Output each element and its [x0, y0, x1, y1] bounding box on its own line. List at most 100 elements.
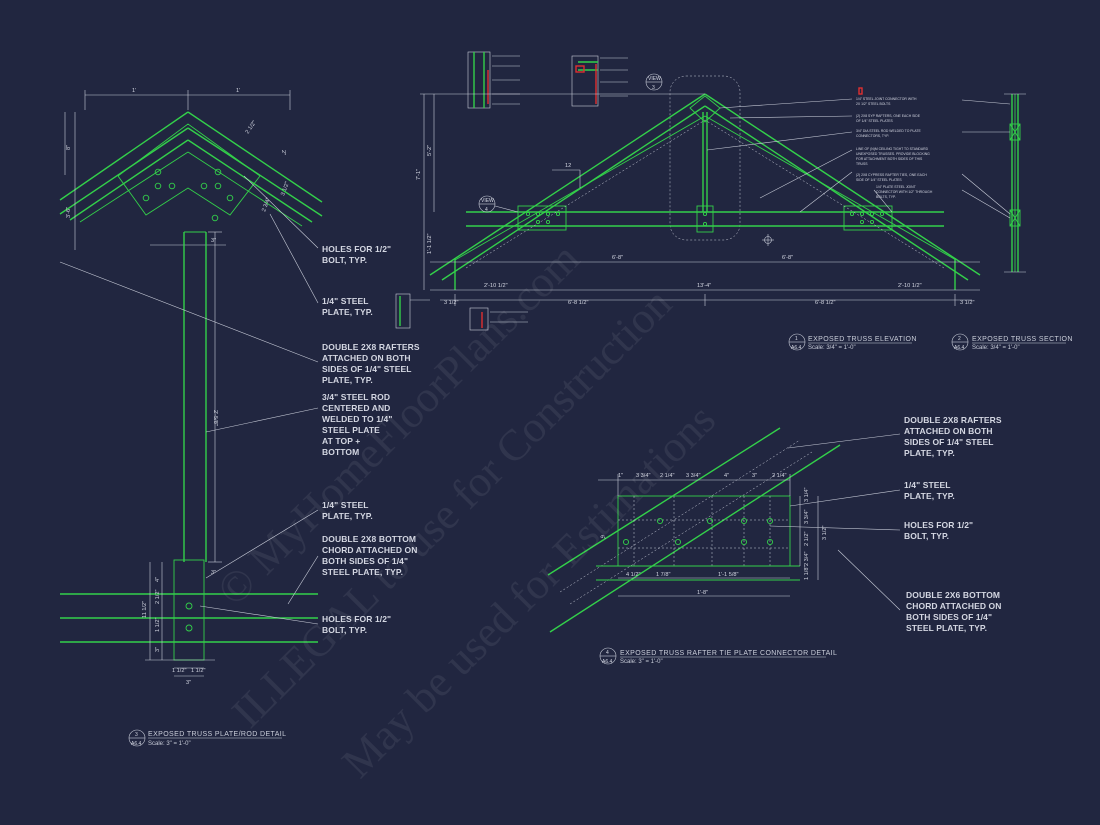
svg-text:4: 4: [606, 650, 609, 656]
svg-text:3 1/2": 3 1/2": [280, 181, 291, 197]
svg-text:3'-6": 3'-6": [66, 207, 72, 218]
svg-text:3 1/2": 3 1/2": [960, 300, 974, 306]
watermark: © MyHomeFloorPlans.com ILLEGAL to use fo…: [207, 234, 724, 788]
detail-1-title: 1 A6.4 EXPOSED TRUSS ELEVATION Scale: 3/…: [788, 333, 917, 351]
svg-text:12: 12: [565, 163, 571, 169]
svg-text:Scale: 3/4" = 1'-0": Scale: 3/4" = 1'-0": [808, 345, 856, 351]
svg-text:Scale: 3" = 1'-0": Scale: 3" = 1'-0": [620, 659, 663, 665]
svg-text:A6.4: A6.4: [954, 345, 965, 351]
detail-4-leaders: [769, 433, 901, 611]
svg-text:3": 3": [211, 570, 216, 576]
view-bubble-4: VIEW 4: [478, 195, 519, 213]
bolt-hole: [214, 182, 222, 190]
svg-text:LINE OF (N)M CEILING TIGHT TO: LINE OF (N)M CEILING TIGHT TO STANDARD: [856, 147, 929, 151]
label-holes-top: HOLES FOR 1/2"BOLT, TYP.: [322, 244, 391, 265]
svg-text:3": 3": [186, 680, 191, 686]
ridge-rafters: [59, 111, 323, 246]
svg-text:13'-4": 13'-4": [697, 283, 711, 289]
inset-detail-3: [395, 293, 528, 331]
elevation-vertical-dims: 7'-1" 5'-2" 1'-1 1/2": [416, 93, 705, 290]
svg-text:3 3/4": 3 3/4": [686, 473, 700, 479]
svg-text:1 1/2": 1 1/2": [155, 618, 161, 632]
svg-text:4": 4": [724, 473, 729, 479]
svg-text:OF 1/4" STEEL PLATES: OF 1/4" STEEL PLATES: [856, 119, 894, 123]
svg-text:CONNECTORS, TYP.: CONNECTORS, TYP.: [856, 134, 889, 138]
svg-text:2 1/4": 2 1/4": [772, 473, 786, 479]
svg-text:2 1/2": 2 1/2": [804, 532, 810, 546]
inset-detail-2: [571, 55, 628, 107]
svg-text:3: 3: [135, 732, 138, 738]
label-holes-bottom: HOLES FOR 1/2"BOLT, TYP.: [322, 614, 391, 635]
detail-3-dimensions: 1' 1' 8" 3'-6" 2 1/2" 2" 2 3/4" 3 1/2": [64, 88, 291, 250]
detail-4-title: 4 A6.4 EXPOSED TRUSS RAFTER TIE PLATE CO…: [599, 647, 837, 665]
detail-1-truss-elevation: VIEW 3: [395, 51, 981, 351]
ridge-bolt-holes: [142, 168, 234, 222]
svg-text:3 1/4": 3 1/4": [804, 488, 810, 502]
svg-text:1'-1 5/8": 1'-1 5/8": [718, 572, 738, 578]
svg-text:A6.4: A6.4: [131, 741, 142, 747]
view-bubble-3: VIEW 3: [645, 73, 663, 91]
svg-text:CONNECTOR WITH 1/2" THROUGH: CONNECTOR WITH 1/2" THROUGH: [876, 190, 933, 194]
pitch-indicator: 12: [552, 163, 581, 188]
elevation-notes: 1/4" STEEL JOINT CONNECTOR WITH 2X 1/2" …: [856, 87, 933, 199]
elevation-note-leaders: [706, 98, 893, 213]
svg-text:6": 6": [598, 534, 606, 541]
svg-text:3": 3": [752, 473, 757, 479]
svg-text:3 1/2": 3 1/2": [822, 526, 828, 540]
svg-text:1': 1': [236, 88, 240, 94]
svg-text:2'-5/8": 2'-5/8": [212, 410, 218, 426]
detail-4-right-dims: 3 1/4" 3 3/4" 2 1/2" 2 3/4" 3 1/2" 1 1/8…: [598, 488, 828, 580]
bottom-plate: 4" 11 1/2" 2 1/2" 1 1/2" 3" 1 1/2" 1 1/2…: [60, 559, 318, 686]
steel-rod: 3" 2'-5/8" 3": [183, 231, 222, 576]
callout-box: [669, 75, 741, 241]
detail-4-rafter-tie-connector: 1" 3 3/4" 2 1/4" 3 3/4" 4" 3" 2 1/4" 4 1…: [547, 415, 1002, 665]
gear-icon: [762, 234, 774, 246]
svg-text:2 3/4": 2 3/4": [261, 197, 272, 213]
svg-text:1 1/8": 1 1/8": [804, 566, 810, 580]
svg-text:EXPOSED TRUSS PLATE/ROD DETAIL: EXPOSED TRUSS PLATE/ROD DETAIL: [148, 731, 286, 738]
svg-text:1': 1': [132, 88, 136, 94]
svg-text:2X 1/2" STEEL BOLTS: 2X 1/2" STEEL BOLTS: [856, 102, 891, 106]
svg-text:1'-8": 1'-8": [697, 590, 708, 596]
elevation-bolt-holes: [525, 211, 885, 227]
bolt-hole: [142, 194, 150, 202]
svg-text:4 1/2": 4 1/2": [626, 572, 640, 578]
elevation-horizontal-dims: 6'-8" 6'-8" 13'-4" 2'-10 1/2" 2'-10 1/2"…: [440, 255, 974, 306]
bolt-hole: [168, 182, 176, 190]
svg-text:(2) 2X8 CYPRESS RAFTER TIES, O: (2) 2X8 CYPRESS RAFTER TIES, ONE EACH: [856, 173, 927, 177]
detail-4-top-dims: 1" 3 3/4" 2 1/4" 3 3/4" 4" 3" 2 1/4": [598, 473, 791, 496]
svg-text:3": 3": [211, 238, 216, 244]
svg-text:1: 1: [795, 336, 798, 342]
svg-text:3 3/4": 3 3/4": [804, 510, 810, 524]
svg-text:EXPOSED TRUSS RAFTER TIE PLATE: EXPOSED TRUSS RAFTER TIE PLATE CONNECTOR…: [620, 650, 837, 657]
svg-text:6'-8": 6'-8": [782, 255, 793, 261]
svg-text:3/4" DIA STEEL ROD WELDED TO P: 3/4" DIA STEEL ROD WELDED TO PLATE: [856, 129, 922, 133]
svg-text:8": 8": [66, 145, 72, 150]
bolt-hole: [185, 602, 193, 610]
svg-text:Scale: 3" = 1'-0": Scale: 3" = 1'-0": [148, 741, 191, 747]
svg-text:3: 3: [652, 85, 655, 91]
svg-text:5'-2": 5'-2": [427, 145, 433, 156]
svg-text:EXPOSED TRUSS ELEVATION: EXPOSED TRUSS ELEVATION: [808, 336, 917, 343]
svg-text:2: 2: [958, 336, 961, 342]
detail-3-leaders: [59, 175, 319, 625]
connector-bolt-holes: [622, 517, 774, 546]
bolt-hole: [200, 182, 208, 190]
svg-text:3 1/2": 3 1/2": [444, 300, 458, 306]
svg-text:7'-1": 7'-1": [416, 169, 422, 180]
svg-text:EXPOSED TRUSS SECTION: EXPOSED TRUSS SECTION: [972, 336, 1073, 343]
detail-4-bottom-dims: 4 1/2" 1 7/8" 1'-1 5/8" 1'-8": [618, 572, 790, 597]
detail-2-title: 2 A6.4 EXPOSED TRUSS SECTION Scale: 3/4"…: [951, 333, 1073, 351]
svg-text:6'-8 1/2": 6'-8 1/2": [815, 300, 835, 306]
svg-text:VIEW: VIEW: [648, 76, 661, 82]
svg-text:4": 4": [155, 577, 161, 582]
svg-text:SIDE OF 1/4" STEEL PLATES: SIDE OF 1/4" STEEL PLATES: [856, 178, 902, 182]
